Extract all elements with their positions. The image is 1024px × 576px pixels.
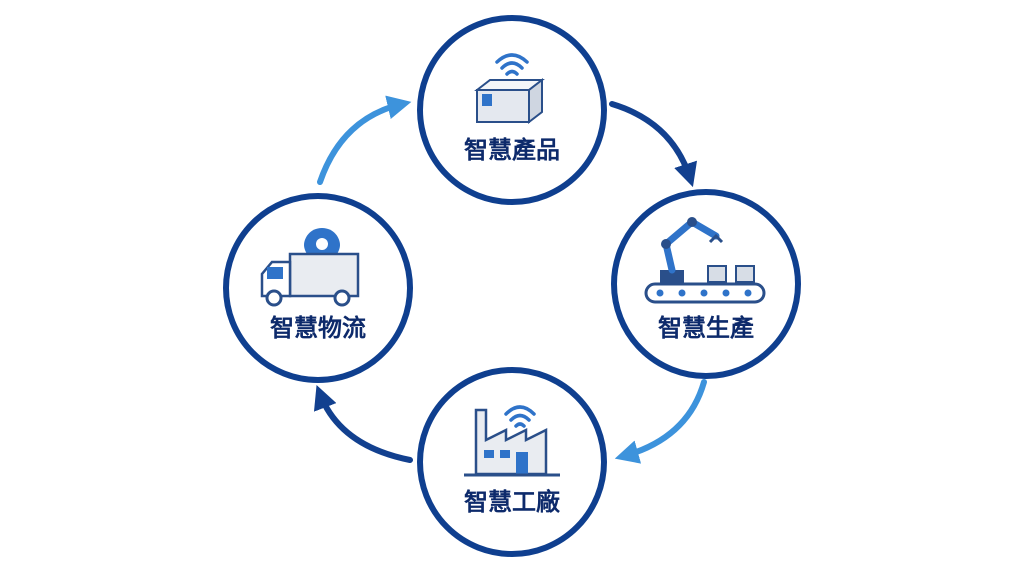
arrow-product-to-production <box>609 101 698 188</box>
node-smart-product: 智慧產品 <box>417 15 607 205</box>
arrow-production-to-factory <box>614 379 707 464</box>
node-smart-logistics: 智慧物流 <box>223 193 413 383</box>
truck-location-icon <box>260 228 360 307</box>
node-smart-production: 智慧生產 <box>611 189 801 379</box>
node-label-smart-factory: 智慧工廠 <box>464 488 561 516</box>
arrow-logistics-to-product <box>317 95 412 185</box>
node-label-smart-logistics: 智慧物流 <box>270 314 366 342</box>
node-label-smart-production: 智慧生產 <box>658 314 754 342</box>
arrow-factory-to-logistics <box>313 385 413 463</box>
factory-wifi-icon <box>464 405 560 477</box>
node-smart-factory: 智慧工廠 <box>417 367 607 557</box>
node-label-smart-product: 智慧產品 <box>464 136 560 164</box>
robot-arm-conveyor-icon <box>644 217 766 304</box>
box-wifi-icon <box>474 53 545 125</box>
